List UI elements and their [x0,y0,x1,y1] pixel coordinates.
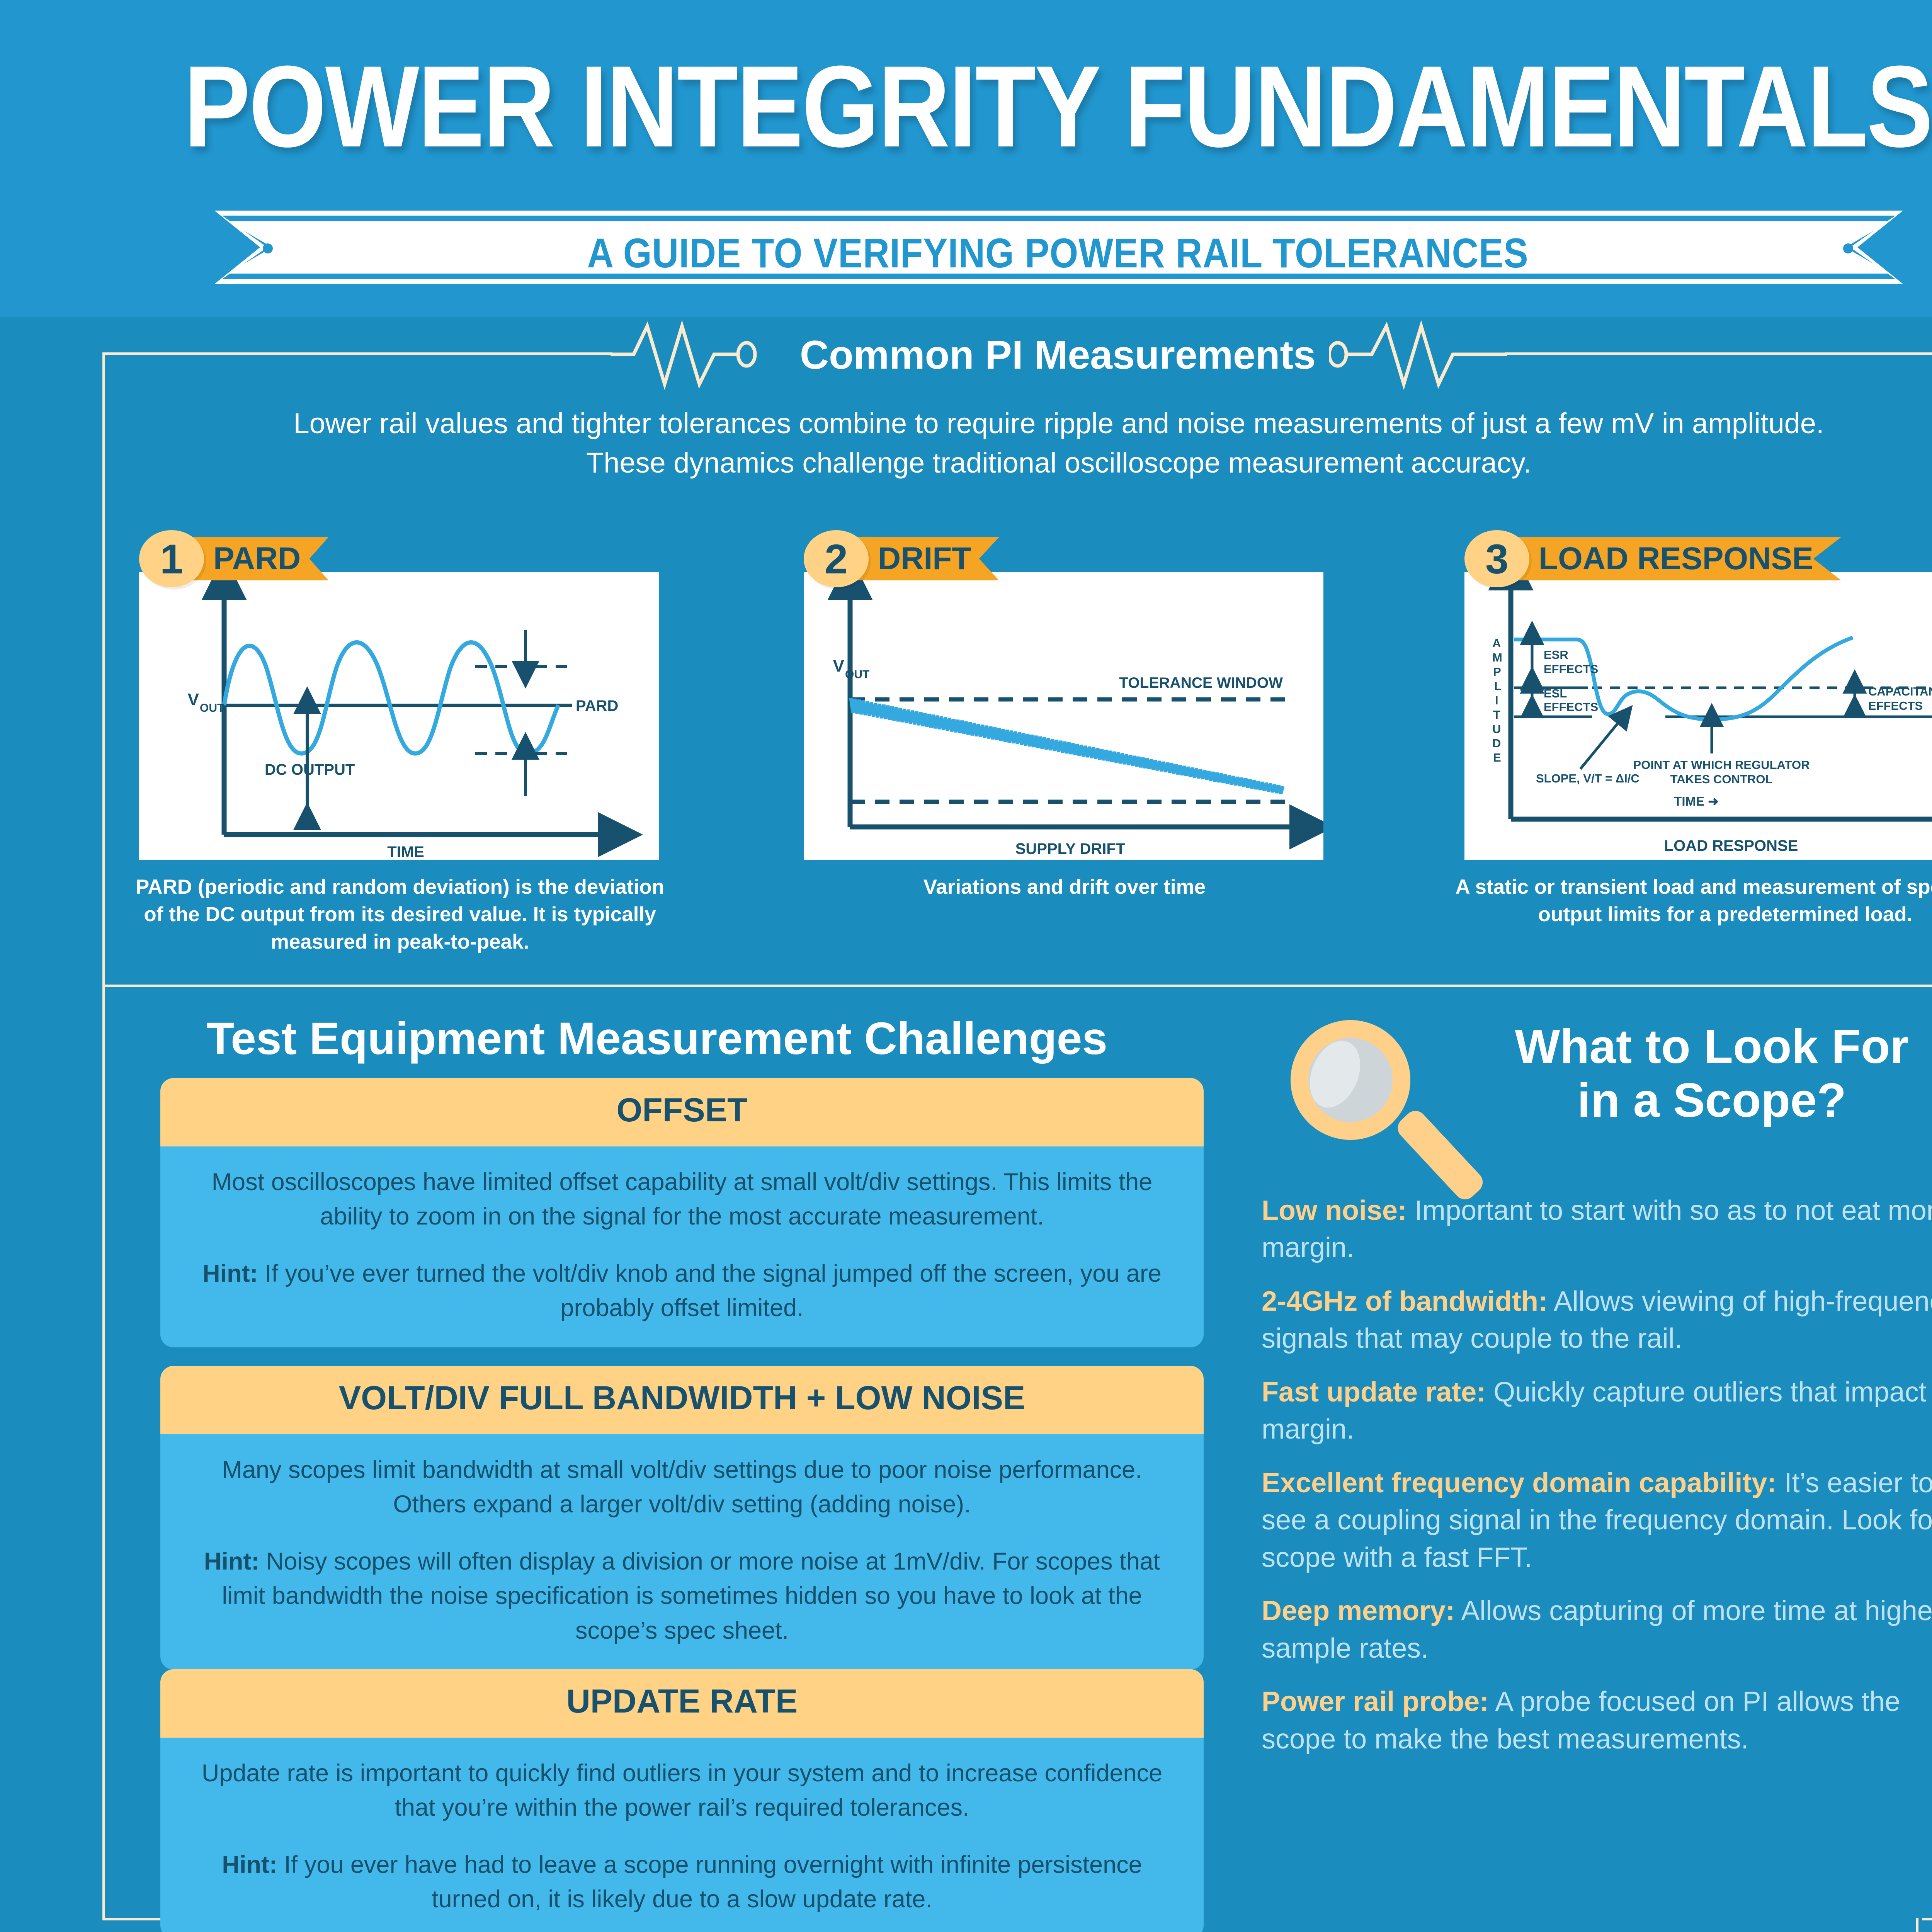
list-item: Power rail probe: A probe focused on PI … [1262,1686,1900,1755]
section-intro-common-pi: Lower rail values and tighter tolerances… [293,407,1824,479]
challenge-body-updaterate: Update rate is important to quickly find… [201,1760,1163,1913]
svg-text:CAPACITANCE: CAPACITANCE [1868,685,1932,698]
svg-text:POINT AT WHICH REGULATOR: POINT AT WHICH REGULATOR [1633,758,1810,772]
page-title: POWER INTEGRITY FUNDAMENTALS [184,41,1932,171]
panel-caption-drift: Variations and drift over time [923,876,1206,898]
panel-caption-load-response: A static or transient load and measureme… [1455,876,1932,926]
list-item: Low noise: Important to start with so as… [1262,1195,1932,1264]
challenge-card-updaterate: UPDATE RATE Update rate is important to … [160,1669,1204,1932]
panel-chart-drift: V OUT TOLERANCE WINDOW SUPPLY DRIFT [804,555,1335,860]
svg-text:V: V [833,656,845,675]
svg-text:SUPPLY DRIFT: SUPPLY DRIFT [1015,840,1126,857]
resistor-zigzag-left-icon [611,320,757,390]
challenges-title: Test Equipment Measurement Challenges [206,1013,1108,1064]
challenge-heading-voltdiv: VOLT/DIV FULL BANDWIDTH + LOW NOISE [160,1366,1204,1434]
challenge-card-offset: OFFSET Most oscilloscopes have limited o… [160,1078,1204,1347]
svg-text:T: T [1493,708,1500,721]
panel-number-3: 3 [1464,530,1529,587]
subtitle-banner-inner-fill [227,221,1890,274]
panel-chart-pard: V OUT PARD DC OUTPUT TIME [139,555,659,861]
svg-text:ESL: ESL [1544,687,1567,700]
svg-text:EFFECTS: EFFECTS [1544,662,1598,676]
svg-text:LOAD RESPONSE: LOAD RESPONSE [1664,837,1798,854]
frame-rail-left [102,352,612,355]
challenge-body-offset: Most oscilloscopes have limited offset c… [202,1168,1162,1322]
panel-number-1: 1 [139,530,204,587]
banner-dot-left [263,243,273,253]
panel-chart-load-response: A M P L I T U D E ESR EFFECTS ESL EFFECT… [1464,545,1932,860]
svg-text:TIME ➜: TIME ➜ [1674,794,1719,808]
scope-feature-list: Low noise: Important to start with so as… [1262,1192,1932,1774]
list-item: Fast update rate: Quickly capture outlie… [1262,1376,1927,1445]
svg-text:SLOPE, V/T = ΔI/C: SLOPE, V/T = ΔI/C [1536,772,1639,785]
banner-dot-right [1843,243,1853,253]
resistor-zigzag-right-icon [1329,320,1507,390]
svg-text:DC OUTPUT: DC OUTPUT [265,761,355,778]
panel-caption-pard: PARD (periodic and random deviation) is … [135,876,665,954]
list-item: Excellent frequency domain capability: I… [1262,1467,1932,1573]
list-item: 2-4GHz of bandwidth: Allows viewing of h… [1262,1286,1932,1354]
svg-text:EFFECTS: EFFECTS [1544,700,1598,714]
challenge-heading-offset: OFFSET [160,1078,1204,1146]
panel-number-2: 2 [804,530,869,587]
svg-text:I: I [1495,694,1498,707]
svg-text:ESR: ESR [1544,648,1568,662]
svg-text:M: M [1492,651,1502,664]
svg-text:L: L [1494,679,1502,693]
svg-text:E: E [1493,751,1501,764]
svg-text:P: P [1493,665,1501,679]
svg-text:OUT: OUT [845,668,869,681]
panel-flag-load-response: LOAD RESPONSE [1494,537,1841,580]
svg-text:TIME: TIME [387,844,424,860]
lower-section-frame [102,987,1932,1918]
svg-text:OUT: OUT [200,702,224,714]
lower-frame-rail-right [1922,1918,1932,1920]
section-title-common-pi: Common PI Measurements [800,333,1316,378]
svg-text:TOLERANCE WINDOW: TOLERANCE WINDOW [1119,675,1283,691]
page-subtitle: A GUIDE TO VERIFYING POWER RAIL TOLERANC… [587,230,1529,276]
svg-text:PARD: PARD [576,697,618,714]
scope-section-title: What to Look For in a Scope? [1515,1020,1909,1127]
lower-frame-rail-left [102,1918,195,1920]
svg-text:U: U [1492,722,1501,736]
list-item: Deep memory: Allows capturing of more ti… [1262,1595,1932,1664]
frame-rail-right [1505,352,1932,355]
challenge-card-voltdiv: VOLT/DIV FULL BANDWIDTH + LOW NOISE Many… [160,1366,1204,1670]
common-pi-section-frame [102,354,1932,987]
svg-text:A: A [1492,636,1501,650]
frame-tail-right [1916,1918,1918,1932]
svg-text:V: V [188,690,199,709]
svg-text:EFFECTS: EFFECTS [1868,699,1923,713]
svg-text:TAKES CONTROL: TAKES CONTROL [1670,772,1773,786]
challenge-heading-updaterate: UPDATE RATE [160,1669,1204,1738]
challenge-body-voltdiv: Many scopes limit bandwidth at small vol… [204,1456,1160,1644]
svg-text:D: D [1492,736,1501,750]
